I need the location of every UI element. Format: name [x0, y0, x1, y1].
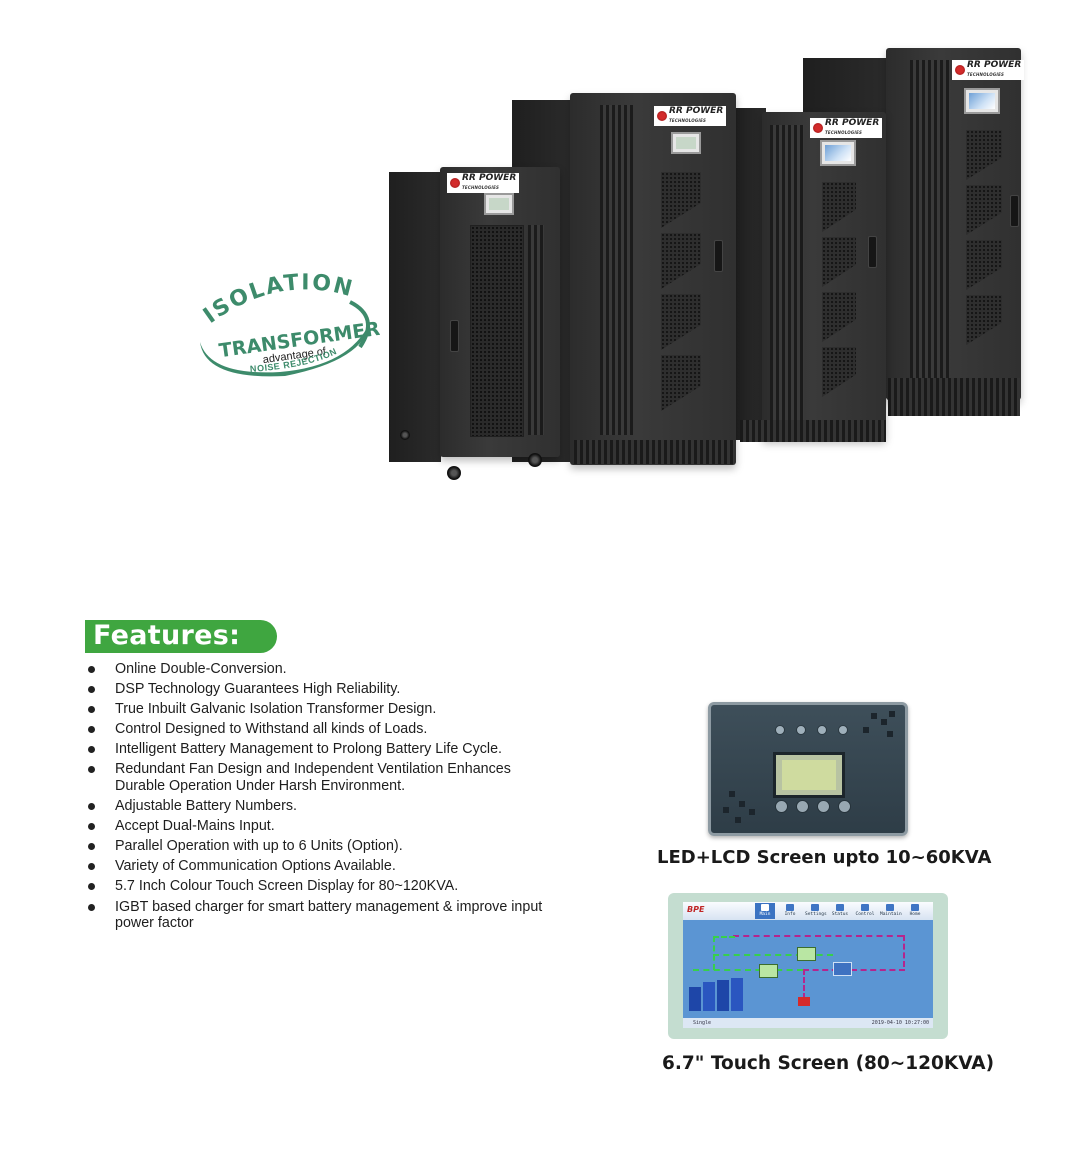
cabinet-3-vent — [770, 125, 804, 425]
cabinet-4-vent — [910, 60, 950, 380]
user-icon — [911, 904, 919, 911]
cabinet-4 — [886, 48, 1021, 400]
control-icon — [861, 904, 869, 911]
cabinet-1-grill — [470, 225, 524, 437]
touch-tab-control: Control — [855, 903, 875, 919]
feature-item: Control Designed to Withstand all kinds … — [87, 721, 547, 738]
status-icon — [836, 904, 844, 911]
battery-icon — [798, 997, 810, 1006]
ups-cabinet-icon — [703, 982, 715, 1011]
cabinet-4-display — [964, 88, 1000, 114]
touch-tab-settings: Settings — [805, 903, 827, 919]
ups-cabinet-icon — [731, 978, 743, 1011]
touch-topbar: BPE Main Info Settings Status Control Ma… — [683, 902, 933, 920]
touch-tab-status: Status — [830, 903, 850, 919]
touch-tab-maintain: Maintain — [880, 903, 902, 919]
cabinet-1-display — [484, 193, 514, 215]
touch-block-bypass — [797, 947, 816, 961]
touch-caption: 6.7" Touch Screen (80~120KVA) — [662, 1053, 995, 1074]
cabinet-2-display — [671, 132, 701, 154]
feature-item: Variety of Communication Options Availab… — [87, 858, 547, 875]
cabinet-3-handle — [868, 236, 877, 268]
cabinet-3-base — [740, 420, 886, 442]
panel-button — [838, 800, 851, 813]
cabinet-4-base — [888, 378, 1020, 416]
touch-tab-info: Info — [780, 903, 800, 919]
status-led-icon — [775, 725, 785, 735]
lcd-control-panel — [708, 702, 908, 836]
feature-item: Intelligent Battery Management to Prolon… — [87, 741, 547, 758]
lcd-screen — [773, 752, 845, 798]
ups-cabinet-icon — [717, 980, 729, 1011]
feature-list: Online Double-Conversion. DSP Technology… — [87, 661, 547, 935]
feature-item: Adjustable Battery Numbers. — [87, 798, 547, 815]
caster-wheel — [528, 453, 542, 467]
search-icon — [786, 904, 794, 911]
home-icon — [761, 904, 769, 911]
status-led-icon — [838, 725, 848, 735]
status-led-icon — [817, 725, 827, 735]
cabinet-2-base — [574, 440, 734, 464]
ups-cabinet-icon — [689, 987, 701, 1011]
logo-mark-icon — [657, 111, 667, 121]
touch-statusbar: Single 2019-04-10 10:27:00 — [683, 1018, 933, 1028]
cabinet-4-grill — [966, 185, 1002, 235]
cabinet-3-side — [736, 108, 766, 440]
logo-mark-icon — [813, 123, 823, 133]
lcd-caption: LED+LCD Screen upto 10~60KVA — [657, 847, 992, 868]
feature-item: DSP Technology Guarantees High Reliabili… — [87, 681, 547, 698]
cabinet-1-vent — [528, 225, 544, 435]
badge-line-1: ISOLATION — [199, 270, 354, 329]
logo-mark-icon — [955, 65, 965, 75]
cabinet-3-display — [820, 140, 856, 166]
cabinet-2-handle — [714, 240, 723, 272]
features-title: Features: — [93, 620, 241, 651]
cabinet-1-handle — [450, 320, 459, 352]
caster-wheel — [447, 466, 461, 480]
touch-timestamp: 2019-04-10 10:27:00 — [871, 1020, 929, 1026]
touch-tab-main: Main — [755, 903, 775, 919]
badge-emblem: ISOLATION TRANSFORMER advantage of NOISE… — [199, 270, 382, 377]
touch-mode: Single — [693, 1020, 712, 1026]
touch-block-rectifier — [759, 964, 778, 978]
feature-item: Online Double-Conversion. — [87, 661, 547, 678]
feature-item: Accept Dual-Mains Input. — [87, 818, 547, 835]
feature-item: 5.7 Inch Colour Touch Screen Display for… — [87, 878, 547, 895]
touch-screen-display: BPE Main Info Settings Status Control Ma… — [683, 902, 933, 1028]
logo-mark-icon — [450, 178, 460, 188]
gear-icon — [811, 904, 819, 911]
panel-button — [775, 800, 788, 813]
status-led-icon — [796, 725, 806, 735]
touch-tab-home: Home — [905, 903, 925, 919]
isolation-transformer-badge: ISOLATION TRANSFORMER advantage of NOISE… — [190, 270, 382, 382]
feature-item: Parallel Operation with up to 6 Units (O… — [87, 838, 547, 855]
cabinet-1-side — [389, 172, 441, 462]
panel-button — [817, 800, 830, 813]
svg-text:ISOLATION: ISOLATION — [199, 272, 356, 329]
info-icon — [886, 904, 894, 911]
features-heading-pill — [85, 620, 277, 653]
cabinet-4-handle — [1010, 195, 1019, 227]
feature-item: Redundant Fan Design and Independent Ven… — [87, 761, 547, 794]
feature-item: IGBT based charger for smart battery man… — [87, 899, 547, 932]
feature-item: True Inbuilt Galvanic Isolation Transfor… — [87, 701, 547, 718]
panel-button — [796, 800, 809, 813]
caster-wheel — [400, 430, 410, 440]
cabinet-2 — [570, 93, 736, 465]
touch-brand: BPE — [687, 905, 705, 914]
touch-block-inverter — [833, 962, 852, 976]
cabinet-2-vent — [600, 105, 636, 435]
